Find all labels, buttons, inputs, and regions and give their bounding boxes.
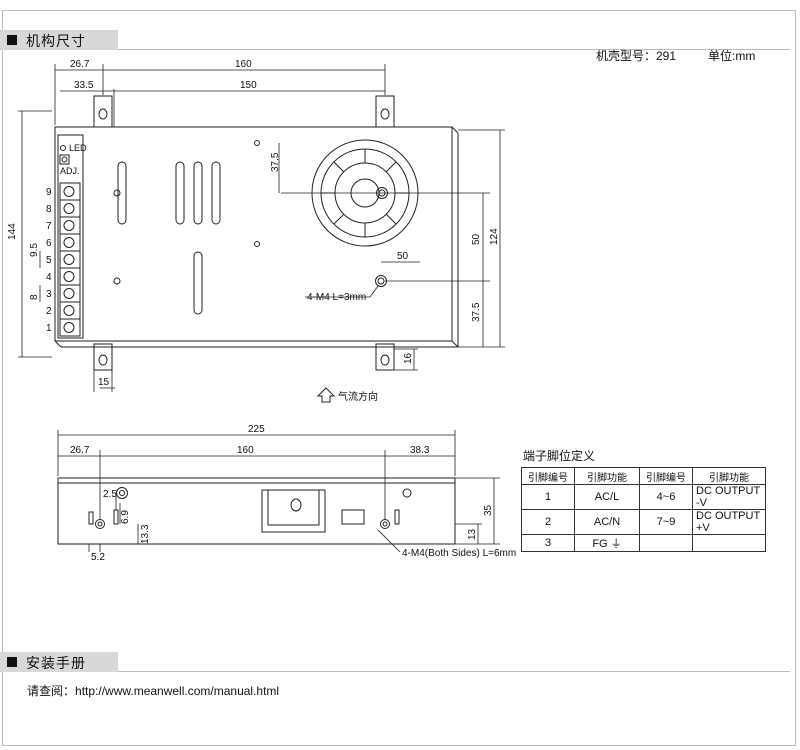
terminal-number: 7: [46, 221, 52, 232]
led-label: LED: [69, 143, 87, 153]
table-cell: FG ⏚: [574, 534, 640, 552]
section-header-install: 安装手册: [0, 652, 118, 672]
table-cell: [639, 534, 693, 552]
table-cell: [692, 534, 766, 552]
page-frame: [2, 10, 796, 746]
dim-left-144: 144: [7, 223, 18, 240]
square-bullet-icon: [7, 35, 17, 45]
pin-table: 引脚编号 引脚功能 引脚编号 引脚功能 1 AC/L 4~6 DC OUTPUT…: [521, 467, 766, 552]
table-row: 3 FG ⏚: [521, 534, 766, 552]
section-header-dimensions: 机构尺寸: [0, 30, 118, 50]
pin-table-title: 端子脚位定义: [523, 449, 596, 463]
section-divider: [118, 671, 790, 672]
dim-37-5-fan: 37.5: [270, 152, 281, 172]
table-header: 引脚功能: [692, 467, 766, 485]
case-number: 机壳型号：291: [596, 49, 677, 63]
table-header-row: 引脚编号 引脚功能 引脚编号 引脚功能: [521, 467, 766, 485]
dim-right-124: 124: [489, 228, 500, 245]
screw-note-top: 4-M4 L=3mm: [307, 292, 366, 303]
manual-link[interactable]: http://www.meanwell.com/manual.html: [75, 684, 280, 698]
table-cell: DC OUTPUT +V: [692, 509, 766, 535]
table-header: 引脚编号: [639, 467, 693, 485]
table-row: 1 AC/L 4~6 DC OUTPUT -V: [521, 484, 766, 510]
dim-16: 16: [403, 352, 414, 364]
terminal-number: 8: [46, 204, 52, 215]
table-cell: 4~6: [639, 484, 693, 510]
terminal-numbers: 9 8 7 6 5 4 3 2 1: [46, 187, 52, 334]
terminal-number: 2: [46, 306, 52, 317]
airflow-label: 气流方向: [338, 390, 378, 403]
section-title: 安装手册: [26, 656, 86, 672]
dim-right-50: 50: [471, 233, 482, 245]
chassis-outline: [54, 126, 453, 342]
terminal-number: 6: [46, 238, 52, 249]
table-header: 引脚编号: [521, 467, 575, 485]
table-header: 引脚功能: [574, 467, 640, 485]
square-bullet-icon: [7, 657, 17, 667]
dim-8: 8: [29, 294, 40, 300]
section-title: 机构尺寸: [26, 34, 86, 50]
terminal-number: 4: [46, 272, 52, 283]
table-row: 2 AC/N 7~9 DC OUTPUT +V: [521, 509, 766, 535]
section-divider: [118, 49, 790, 50]
dim-9-5: 9.5: [29, 243, 40, 257]
table-cell: DC OUTPUT -V: [692, 484, 766, 510]
table-cell: AC/N: [574, 509, 640, 535]
table-cell: 2: [521, 509, 575, 535]
terminal-number: 3: [46, 289, 52, 300]
dim-50-horizontal: 50: [397, 251, 409, 262]
dim-15: 15: [98, 377, 110, 388]
table-cell: 3: [521, 534, 575, 552]
airflow-arrow-icon: [316, 387, 336, 403]
table-cell: AC/L: [574, 484, 640, 510]
table-cell: 1: [521, 484, 575, 510]
terminal-number: 1: [46, 323, 52, 334]
dim-top-150: 150: [240, 80, 257, 91]
manual-line: 请查阅：http://www.meanwell.com/manual.html: [27, 682, 279, 699]
dim-top-26-7: 26.7: [70, 59, 90, 70]
manual-label: 请查阅：: [27, 684, 76, 698]
terminal-number: 5: [46, 255, 52, 266]
adj-label: ADJ.: [60, 166, 80, 176]
unit-label: 单位:mm: [708, 49, 756, 63]
table-cell: 7~9: [639, 509, 693, 535]
dim-top-160: 160: [235, 59, 252, 70]
terminal-number: 9: [46, 187, 52, 198]
dim-top-33-5: 33.5: [74, 80, 94, 91]
dim-right-37-5: 37.5: [471, 302, 482, 322]
